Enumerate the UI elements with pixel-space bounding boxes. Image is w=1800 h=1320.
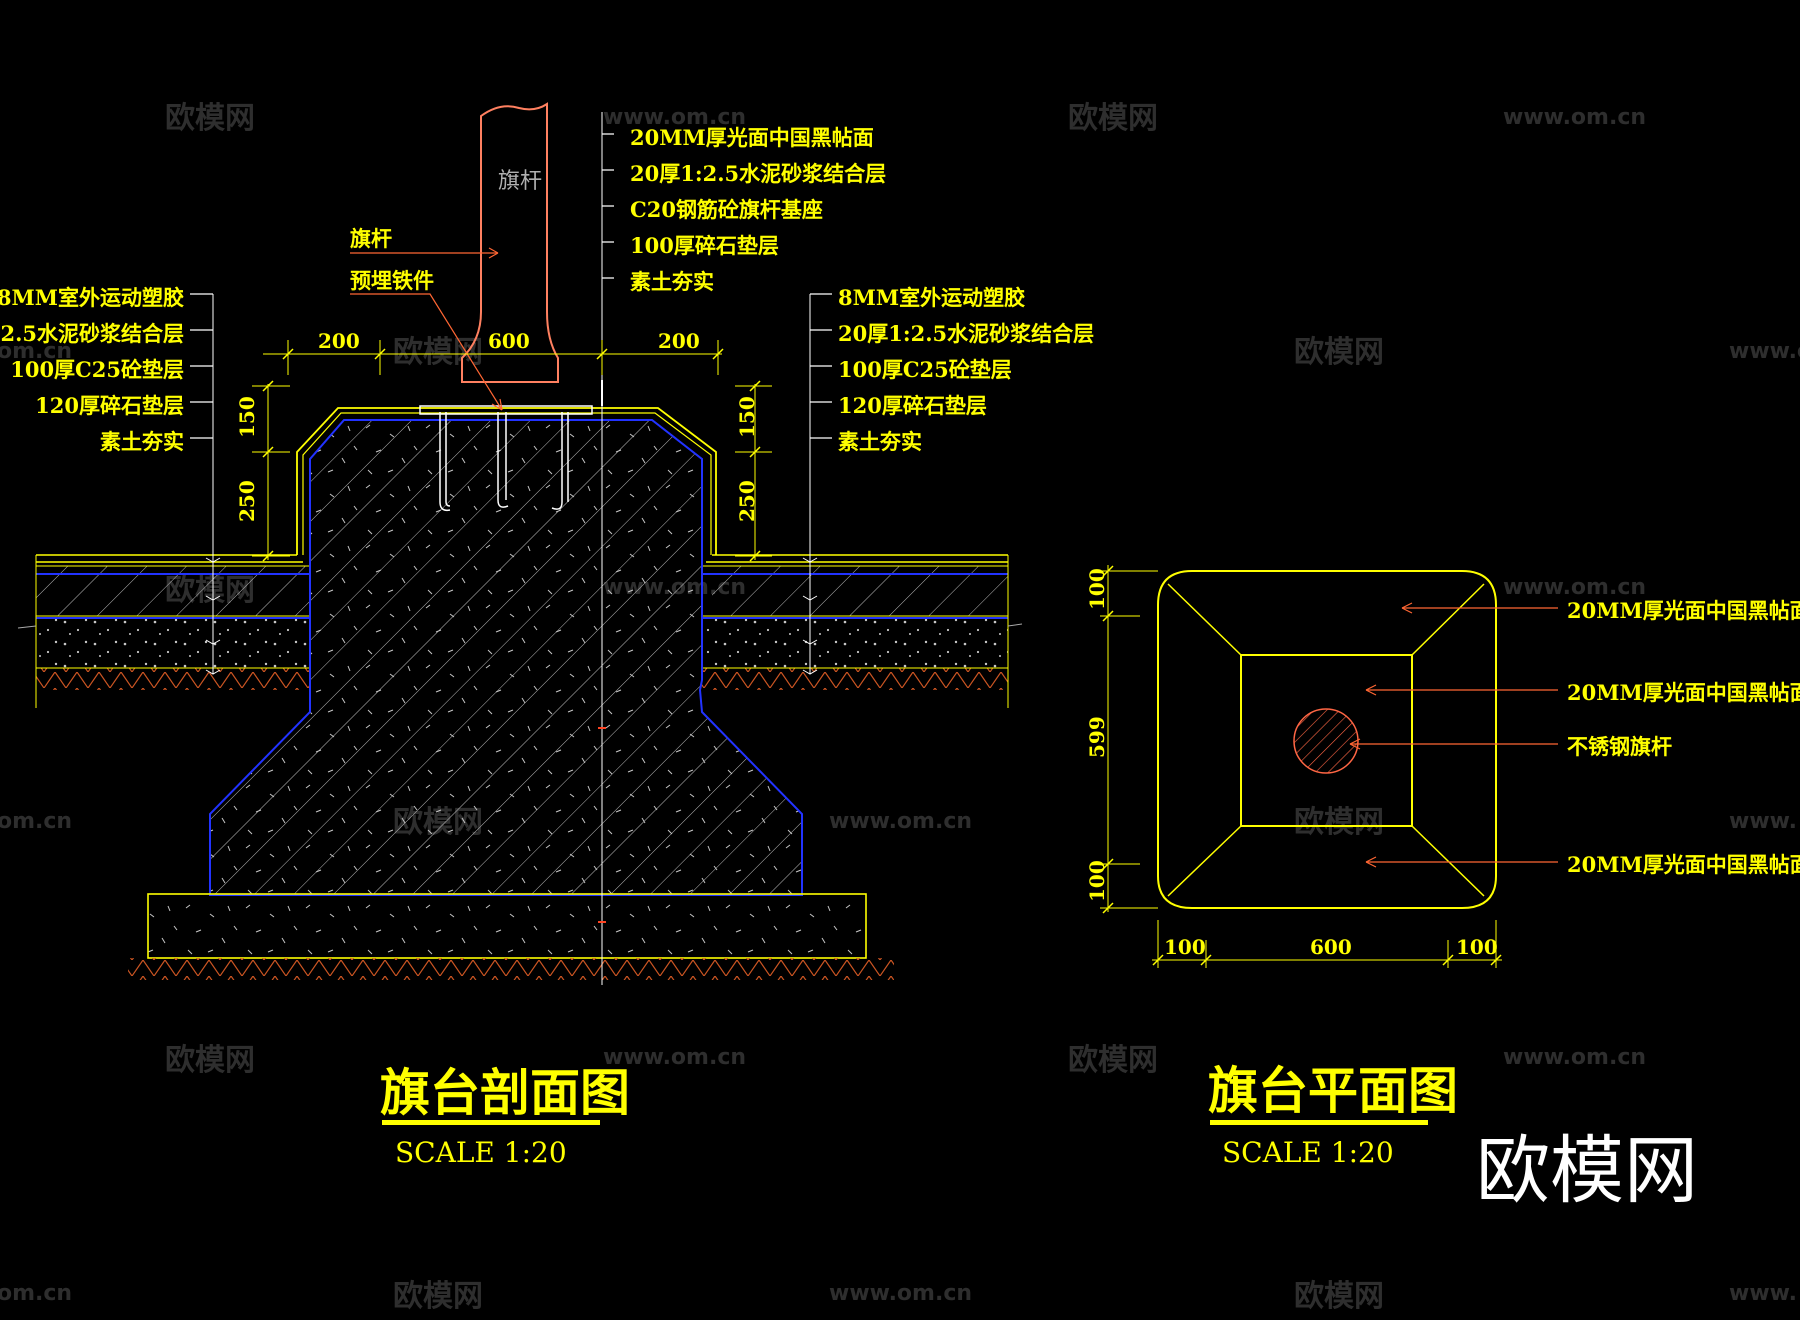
section-scale: SCALE 1:20 (395, 1136, 567, 1169)
dim-250-left: 250 (235, 480, 259, 522)
watermark-brand: 欧模网 (1294, 335, 1384, 370)
plan-pole-circle (1293, 708, 1359, 774)
plan-dim-100-bottom: 100 (1085, 860, 1109, 902)
watermark-brand: 欧模网 (393, 1279, 483, 1314)
plan-title-underline (1210, 1120, 1428, 1125)
plan-title: 旗台平面图 (1208, 1061, 1458, 1120)
soil-under-slab (128, 958, 894, 980)
base-slab (147, 893, 867, 959)
section-title: 旗台剖面图 (380, 1063, 630, 1122)
left-annotation: 1:2.5水泥砂浆结合层 (0, 321, 184, 346)
plan-dim-100-left: 100 (1164, 935, 1206, 959)
left-annotation: 素土夯实 (100, 429, 184, 454)
watermark-brand: 欧模网 (165, 101, 255, 136)
plan-dim-600: 600 (1310, 935, 1352, 959)
dim-150-left: 150 (235, 396, 259, 438)
gravel-layer-left (36, 618, 311, 668)
watermark-url: www.om.cn (603, 105, 746, 130)
plan-outer-border (1157, 570, 1497, 909)
watermark-url-fragment: om.cn (0, 1281, 72, 1306)
watermark-url-fragment: www. (1729, 1281, 1797, 1306)
top-annotation: 20厚1:2.5水泥砂浆结合层 (630, 161, 886, 186)
watermark-url-fragment: om.cn (0, 339, 72, 364)
top-annotation: 100厚碎石垫层 (630, 233, 779, 258)
watermark-brand: 欧模网 (1294, 1279, 1384, 1314)
right-annotation: 100厚C25砼垫层 (838, 357, 1012, 382)
plan-dim-599: 599 (1085, 716, 1109, 758)
watermark-url-fragment: om.cn (0, 809, 72, 834)
dim-600: 600 (488, 329, 530, 353)
watermark-brand: 欧模网 (1068, 1043, 1158, 1078)
right-annotation: 8MM室外运动塑胶 (838, 285, 1025, 310)
plan-view: 20MM厚光面中国黑帖面 20MM厚光面中国黑帖面 不锈钢旗杆 20MM厚光面中… (1085, 565, 1800, 1169)
top-annotation: 20MM厚光面中国黑帖面 (630, 125, 874, 150)
plan-annotation: 20MM厚光面中国黑帖面 (1567, 598, 1800, 623)
right-annotation: 20厚1:2.5水泥砂浆结合层 (838, 321, 1094, 346)
watermark-url: www.om.cn (1503, 105, 1646, 130)
watermark-url: www.om.cn (829, 1281, 972, 1306)
plan-annotation: 20MM厚光面中国黑帖面 (1567, 680, 1800, 705)
left-annotation: 8MM室外运动塑胶 (0, 285, 184, 310)
watermark-brand: 欧模网 (393, 335, 483, 370)
dim-200-right: 200 (658, 329, 700, 353)
plan-dim-100-top: 100 (1085, 568, 1109, 610)
plan-annotation: 不锈钢旗杆 (1567, 734, 1672, 759)
watermark-url: www.om.cn (603, 1045, 746, 1070)
anchor-bar (551, 412, 569, 510)
pole-text: 旗杆 (498, 169, 542, 194)
plan-annotation: 20MM厚光面中国黑帖面 (1567, 852, 1800, 877)
soil-layer-left (36, 668, 311, 690)
flag-pole (461, 102, 559, 383)
watermark-brand: 欧模网 (165, 1043, 255, 1078)
brand-logo: 欧模网 (1476, 1128, 1698, 1214)
section-view: 旗杆 旗杆 预埋铁件 20MM厚光面中国黑帖面 20厚1:2.5水泥砂浆结合层 … (0, 102, 1094, 1169)
plan-scale: SCALE 1:20 (1222, 1136, 1394, 1169)
section-title-underline (382, 1120, 600, 1125)
plan-dim-100-right: 100 (1456, 935, 1498, 959)
plan-inner-square (1240, 654, 1413, 827)
soil-layer-right (702, 668, 1008, 690)
watermark-brand: 欧模网 (1068, 101, 1158, 136)
dim-150-right: 150 (735, 396, 759, 438)
watermark-brand: 欧模网 (1294, 805, 1384, 840)
top-annotation: 素土夯实 (630, 269, 714, 294)
anchor-bar (439, 412, 451, 512)
watermark-url: www.om.cn (829, 809, 972, 834)
gravel-layer-right (702, 618, 1008, 668)
dim-200-left: 200 (318, 329, 360, 353)
right-annotation: 素土夯实 (838, 429, 922, 454)
watermark-url-fragment: www. (1729, 809, 1797, 834)
dim-250-right: 250 (735, 480, 759, 522)
embed-label: 预埋铁件 (350, 268, 434, 293)
watermark-url: www.om.cn (1503, 1045, 1646, 1070)
left-annotation: 120厚碎石垫层 (35, 393, 184, 418)
watermark-url: www.om.cn (1503, 575, 1646, 600)
pole-label: 旗杆 (350, 226, 392, 251)
watermark-url: www.om.cn (1729, 339, 1800, 364)
top-annotation: C20钢筋砼旗杆基座 (630, 197, 823, 222)
anchor-bar (497, 412, 509, 508)
right-annotation: 120厚碎石垫层 (838, 393, 987, 418)
left-annotation: 100厚C25砼垫层 (10, 357, 184, 382)
